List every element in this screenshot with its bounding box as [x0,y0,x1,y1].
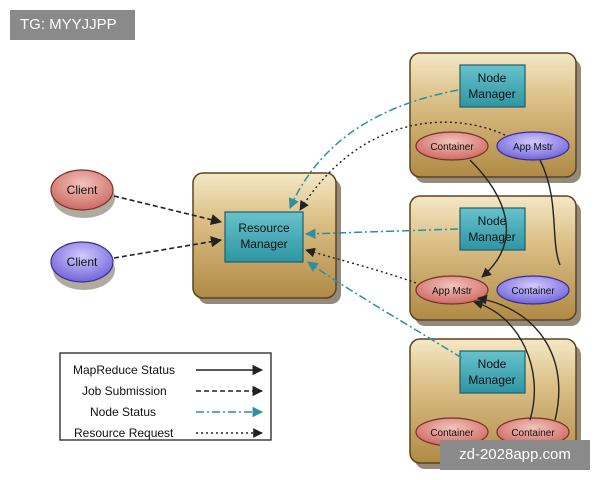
node-manager-block-3 [459,350,526,394]
watermark-bottom-right: zd-2028app.com [440,440,590,470]
mapreduce-status-line-2 [539,159,561,266]
node-box-2: Node Manager App Mstr Container [409,195,581,326]
node-manager-label: Node [478,71,507,85]
resource-manager-label-1: Resource [238,221,290,235]
client-1: Client [50,169,115,218]
app-master-label: App Mstr [432,286,473,297]
node-manager-block-1 [459,64,526,108]
mapreduce-status-arrow-4 [477,294,560,421]
app-master-1 [496,131,570,161]
node-manager-label: Manager [468,87,515,101]
container-1a [415,131,489,161]
client-2: Client [50,241,115,290]
container-label: Container [430,142,474,153]
mapreduce-status-arrow-3 [473,299,535,421]
app-master-2 [415,275,489,305]
node-box-3: Node Manager Container Container [409,338,581,469]
node-manager-label: Node [478,214,507,228]
node-manager-block-2 [459,207,526,251]
node-manager-label: Manager [468,230,515,244]
resource-manager-label-2: Manager [240,237,287,251]
node-manager-label: Manager [468,373,515,387]
watermark-top-left: TG: MYYJJPP [10,10,135,40]
client-label: Client [67,183,98,197]
job-submission-arrow-2 [113,236,223,259]
node-status-arrow-3 [307,261,463,359]
container-label: Container [430,428,474,439]
legend-label-node-status: Node Status [90,405,156,419]
node-box-1: Node Manager Container App Mstr [409,52,581,183]
legend-label-job-submission: Job Submission [82,384,167,398]
job-submission-arrow-1 [113,195,223,226]
container-2b [496,275,570,305]
legend-label-mapreduce-status: MapReduce Status [73,363,175,377]
connections [113,89,561,421]
app-master-label: App Mstr [513,142,554,153]
container-label: Container [511,286,555,297]
node-manager-label: Node [478,357,507,371]
node-status-arrow-1 [289,89,459,209]
resource-manager-block [224,211,304,263]
legend: MapReduce Status Job Submission Node Sta… [59,352,272,441]
container-label: Container [511,428,555,439]
mapreduce-status-arrow-1 [469,159,508,278]
legend-label-resource-request: Resource Request [74,426,174,440]
resource-manager-box: Resource Manager [192,172,341,304]
client-label: Client [67,255,98,269]
node-status-arrow-2 [304,228,459,239]
